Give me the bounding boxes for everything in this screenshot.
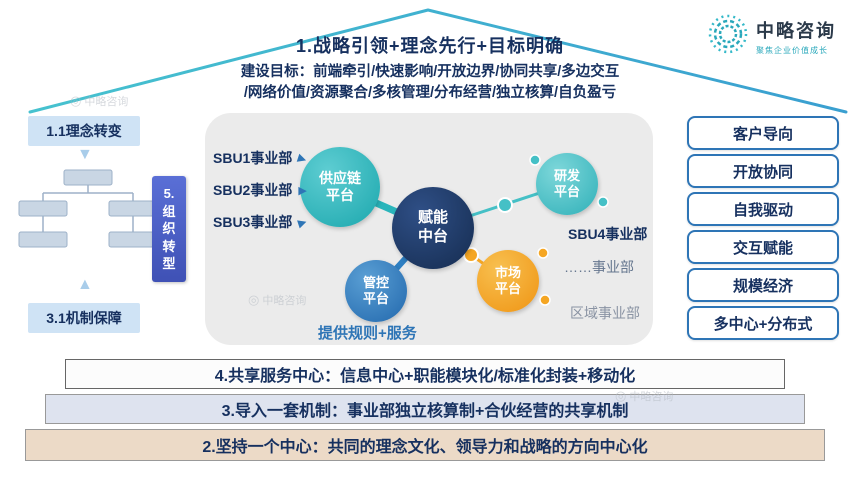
feature-box-multicenter-distributed: 多中心+分布式	[687, 306, 839, 340]
dots-division-label: ……事业部	[564, 259, 634, 275]
up-arrow-icon: ▲	[77, 276, 93, 293]
logo-tagline: 聚焦企业价值成长	[756, 46, 828, 55]
market-platform-circle: 市场 平台	[477, 250, 539, 312]
regional-division-label: 区域事业部	[570, 305, 640, 321]
logo: 中略咨询 聚焦企业价值成长	[706, 12, 836, 61]
feature-box-economies-of-scale: 规模经济	[687, 268, 839, 302]
build-goal-line2: /网络价值/资源聚合/多核管理/分布经营/独立核算/自负盈亏	[243, 85, 617, 101]
sbu1-label: SBU1事业部 ▶	[213, 148, 309, 168]
sbu2-text: SBU2事业部	[213, 182, 293, 198]
feature-box-customer-orientation: 客户导向	[687, 116, 839, 150]
sbu3-label: SBU3事业部 ▶	[213, 212, 309, 232]
feature-box-self-driven: 自我驱动	[687, 192, 839, 226]
supply-chain-platform-circle: 供应链 平台	[300, 147, 380, 227]
logo-sunburst-icon	[706, 12, 750, 61]
sbu4-label: SBU4事业部	[568, 226, 648, 242]
rule-service-label: 提供规则+服务	[318, 325, 417, 342]
concept-change-box: 1.1理念转变	[28, 116, 140, 146]
roof-outline	[28, 8, 848, 114]
rnd-platform-circle: 研发 平台	[536, 153, 598, 215]
bottom-bar-shared-service-center: 4.共享服务中心：信息中心+职能模块化/标准化封装+移动化	[65, 359, 785, 389]
sbu2-arrow-icon: ▶	[298, 184, 307, 197]
org-transform-box: 5.组织转型	[152, 176, 186, 282]
control-platform-circle: 管控 平台	[345, 260, 407, 322]
feature-box-open-collaboration: 开放协同	[687, 154, 839, 188]
down-arrow-icon: ▼	[77, 146, 93, 163]
logo-name: 中略咨询	[756, 21, 836, 41]
sbu1-text: SBU1事业部	[213, 150, 293, 166]
mechanism-guarantee-box: 3.1机制保障	[28, 303, 140, 333]
bottom-bar-one-center: 2.坚持一个中心：共同的理念文化、领导力和战略的方向中心化	[25, 429, 825, 461]
sbu3-text: SBU3事业部	[213, 214, 293, 230]
sbu3-arrow-icon: ▶	[296, 215, 309, 230]
sbu1-arrow-icon: ▶	[296, 151, 309, 166]
org-transform-label: 5.组织转型	[162, 186, 176, 272]
feature-box-interactive-empowerment: 交互赋能	[687, 230, 839, 264]
build-goal-line1: 建设目标：前端牵引/快速影响/开放边界/协同共享/多边交互	[240, 64, 620, 80]
sbu2-label: SBU2事业部 ▶	[213, 180, 307, 200]
slide-title: 1.战略引领+理念先行+目标明确	[295, 36, 565, 56]
empower-middle-platform-circle: 赋能 中台	[392, 187, 474, 269]
org-chart	[18, 169, 158, 248]
bottom-bar-mechanism: 3.导入一套机制：事业部独立核算制+合伙经营的共享机制	[45, 394, 805, 424]
